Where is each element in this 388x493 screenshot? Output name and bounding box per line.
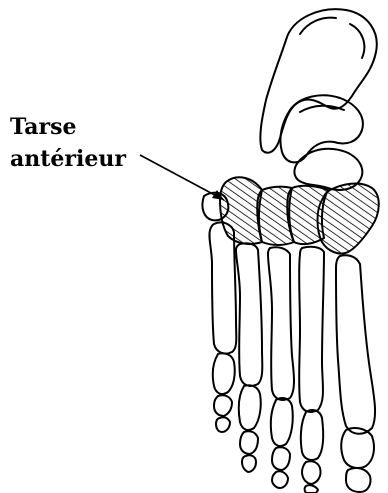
phalanx-1-distal [346,468,371,492]
medial-cuneiform-bone [220,177,262,244]
phalanx-4-middle [240,431,258,454]
lateral-cuneiform-bone [287,186,328,244]
phalanx-2-proximal [301,410,323,460]
intermediate-cuneiform-bone [257,187,294,245]
phalanx-5-proximal [213,353,235,394]
phalanx-3-proximal [271,398,293,446]
metatarsal-4-bone [236,243,262,386]
metatarsal-2-bone [299,247,324,412]
phalanx-4-proximal [239,385,261,430]
metatarsal-1-bone [336,255,375,433]
label-pointer-arrow [140,155,224,200]
phalanx-4-distal [242,455,256,472]
phalanx-5-distal [216,417,230,432]
phalanx-2-middle [302,461,321,484]
phalanx-3-middle [272,447,290,470]
metatarsal-3-bone [268,247,294,400]
phalanx-5-middle [214,395,232,416]
metatarsal-5-bone [209,222,236,353]
phalanx-3-distal [272,471,288,488]
phalanx-2-distal [305,485,319,493]
